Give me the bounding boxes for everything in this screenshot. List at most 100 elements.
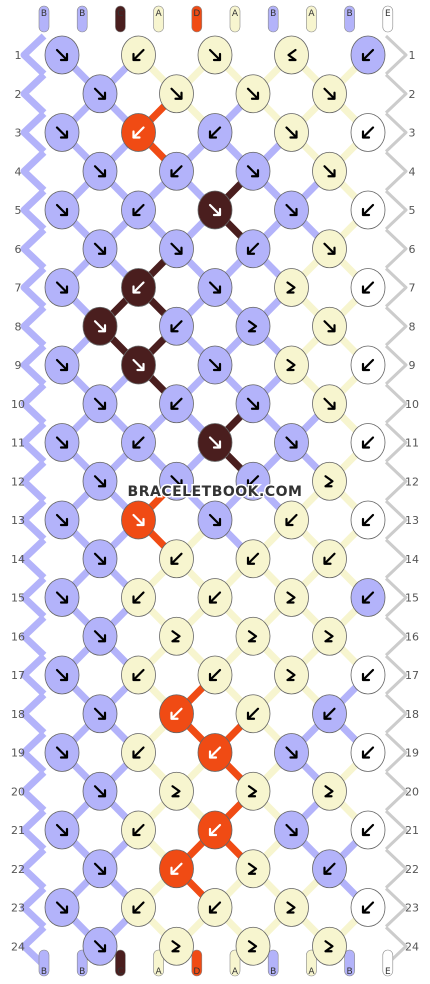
knot: [44, 423, 80, 462]
edge-strand-left: [20, 420, 47, 465]
diagonal-arrow-icon: [170, 320, 183, 333]
edge-strand-right: [384, 809, 408, 851]
diagonal-arrow-icon: [323, 397, 336, 410]
diagonal-arrow-icon: [361, 358, 375, 372]
knot: [82, 694, 118, 734]
knot: [312, 694, 347, 734]
watermark: BRACELETBOOK.COM: [128, 484, 303, 500]
diagonal-arrow-icon: [93, 397, 107, 410]
knot: [197, 655, 233, 695]
edge-strand-right: [384, 383, 408, 424]
knot: [274, 655, 309, 695]
bend-arrow-icon: [247, 320, 258, 333]
bend-arrow-icon: [324, 475, 334, 488]
diagonal-arrow-icon: [55, 591, 69, 604]
bend-arrow-icon: [324, 630, 334, 643]
row-number-right: 9: [409, 359, 416, 372]
knot: [312, 926, 347, 966]
knot: [121, 35, 156, 75]
knot-circle: [159, 616, 194, 656]
diagonal-arrow-icon: [246, 242, 260, 255]
knot: [350, 733, 386, 772]
diagonal-arrow-icon: [323, 707, 336, 720]
edge-strand-right: [384, 616, 408, 657]
knot: [312, 306, 347, 346]
knot-circle: [274, 888, 309, 927]
knot: [235, 384, 271, 424]
top-strand-tab: [76, 5, 88, 33]
bend-arrow-icon: [247, 785, 258, 798]
bend-arrow-icon: [247, 940, 258, 953]
knot: [350, 35, 386, 75]
row-number-left: 21: [11, 824, 25, 837]
row-number-right: 19: [405, 747, 419, 760]
row-number-right: 16: [405, 630, 419, 643]
knot: [274, 888, 309, 927]
edge-strand-left: [20, 149, 47, 193]
edge-strand-left: [20, 575, 47, 620]
knot: [82, 926, 118, 966]
top-strand-letter: B: [347, 9, 353, 19]
knot: [44, 888, 80, 927]
bend-arrow-icon: [247, 862, 258, 875]
edge-strand-left: [20, 382, 47, 426]
knot: [197, 423, 233, 462]
diagonal-arrow-icon: [93, 630, 107, 643]
diagonal-arrow-icon: [246, 707, 260, 720]
top-strand-tab: [344, 5, 355, 33]
knot: [197, 810, 233, 850]
diagonal-arrow-icon: [55, 668, 69, 682]
knot-circle: [312, 771, 347, 811]
diagonal-arrow-icon: [132, 823, 145, 837]
diagonal-arrow-icon: [132, 358, 145, 372]
bend-arrow-icon: [247, 630, 258, 643]
knot: [197, 345, 233, 385]
knot: [121, 423, 156, 462]
edge-strand-right: [384, 73, 408, 114]
edge-strand-left: [20, 692, 47, 736]
row-number-right: 15: [405, 592, 419, 605]
knot-circle: [274, 35, 309, 75]
row-number-right: 7: [409, 282, 416, 295]
diagonal-arrow-icon: [93, 552, 107, 565]
knot: [235, 771, 271, 811]
edge-strand-left: [20, 885, 47, 930]
diagonal-arrow-icon: [170, 397, 183, 410]
row-number-left: 6: [15, 243, 22, 256]
bottom-strand-letter: A: [232, 967, 239, 977]
bend-arrow-icon: [324, 785, 334, 798]
knot-circle: [235, 616, 271, 656]
top-strand-tab: [153, 5, 164, 33]
diagonal-arrow-icon: [132, 591, 145, 604]
row-number-left: 10: [11, 398, 25, 411]
knot: [44, 655, 80, 695]
knot: [197, 35, 233, 75]
diagonal-arrow-icon: [323, 87, 336, 100]
edge-strand-left: [20, 72, 47, 116]
top-strand-letter: A: [156, 9, 163, 19]
edge-strand-right: [384, 538, 408, 579]
knot: [44, 268, 80, 307]
knot: [159, 771, 194, 811]
row-number-right: 22: [405, 863, 419, 876]
row-number-right: 13: [405, 514, 419, 527]
knot: [44, 733, 80, 772]
row-number-left: 2: [15, 88, 22, 101]
knot: [121, 268, 156, 307]
row-number-left: 24: [11, 940, 25, 953]
diagonal-arrow-icon: [132, 48, 145, 62]
top-strand-letter: C: [117, 9, 123, 19]
diagonal-arrow-icon: [93, 165, 107, 178]
knot: [82, 771, 118, 811]
row-number-right: 17: [405, 669, 419, 682]
knot-circle: [235, 306, 271, 346]
top-strand-letter: A: [308, 9, 315, 19]
top-strand-tab: [38, 5, 50, 33]
knot: [82, 151, 118, 191]
row-number-left: 3: [15, 127, 22, 140]
knot: [312, 74, 347, 114]
bottom-strand-tab: [229, 949, 241, 977]
diagonal-arrow-icon: [246, 552, 260, 565]
knot: [350, 268, 386, 307]
knot: [121, 733, 156, 772]
